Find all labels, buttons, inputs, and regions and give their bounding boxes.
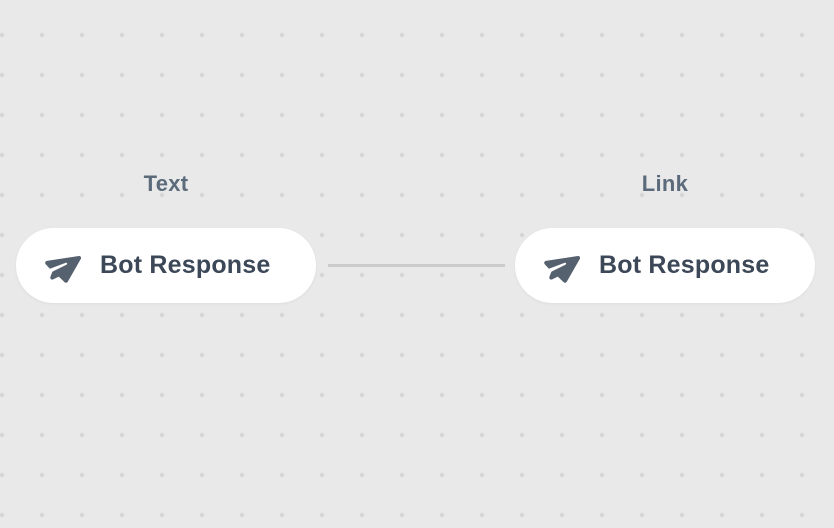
paper-plane-icon [42, 249, 82, 283]
paper-plane-icon [541, 249, 581, 283]
node-label-link: Link [641, 171, 689, 196]
bot-response-node-link[interactable]: Bot Response [515, 228, 815, 303]
node-title: Bot Response [100, 251, 271, 279]
connection-line[interactable] [328, 264, 505, 267]
node-label-text: Text [143, 171, 189, 196]
node-title: Bot Response [599, 251, 770, 279]
bot-response-node-text[interactable]: Bot Response [16, 228, 316, 303]
